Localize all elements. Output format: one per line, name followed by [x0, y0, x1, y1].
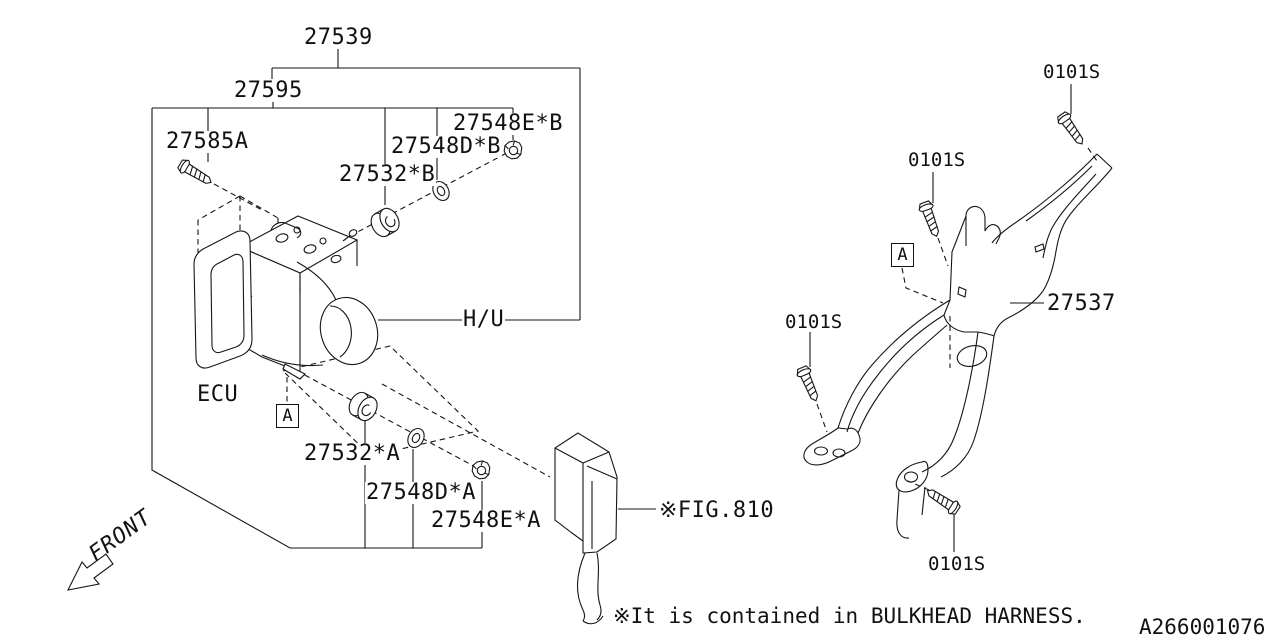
bolt-0101s-mid-drawing — [916, 199, 944, 240]
label-bracket: 27537 — [1046, 291, 1117, 316]
label-bolt-0101s-left: 0101S — [784, 311, 844, 333]
front-arrow-icon — [67, 553, 114, 591]
label-nut-b: 27548E*B — [452, 111, 564, 136]
grommet-a-drawing — [344, 388, 382, 425]
bolt-0101s-bottom-drawing — [923, 484, 963, 517]
label-bolt-hu: 27585A — [165, 129, 250, 154]
label-sub-assembly: 27595 — [233, 78, 304, 103]
hydraulic-unit-drawing — [193, 215, 379, 380]
nut-b-drawing — [503, 140, 523, 160]
label-washer-a: 27548D*A — [365, 480, 477, 505]
label-grommet-b: 27532*B — [338, 162, 437, 187]
nut-a-drawing — [471, 460, 491, 480]
detail-marker-a-left: A — [276, 404, 299, 428]
label-assembly: 27539 — [303, 25, 374, 50]
label-bolt-0101s-bottom: 0101S — [927, 553, 987, 575]
label-washer-b: 27548D*B — [390, 134, 502, 159]
connector-drawing — [554, 432, 656, 625]
bolt-0101s-top-drawing — [1054, 109, 1089, 149]
washer-a-drawing — [404, 425, 428, 451]
label-control-unit: ECU — [196, 382, 240, 407]
bracket-drawing — [803, 153, 1113, 539]
drawing-number: A266001076 — [1139, 615, 1266, 639]
label-bolt-0101s-top: 0101S — [1042, 61, 1102, 83]
label-bolt-0101s-mid: 0101S — [907, 149, 967, 171]
label-hydraulic-unit: H/U — [462, 307, 506, 332]
bolt-27585a-drawing — [175, 157, 216, 190]
bolt-0101s-left-drawing — [794, 364, 824, 405]
label-connector-ref: ※FIG.810 — [658, 498, 776, 523]
harness-note: ※It is contained in BULKHEAD HARNESS. — [613, 604, 1086, 628]
label-grommet-a: 27532*A — [303, 441, 402, 466]
detail-marker-a-right: A — [891, 243, 914, 267]
label-nut-a: 27548E*A — [430, 508, 542, 533]
fastener-drawings-right — [794, 84, 1098, 552]
grommet-b-drawing — [366, 204, 404, 241]
